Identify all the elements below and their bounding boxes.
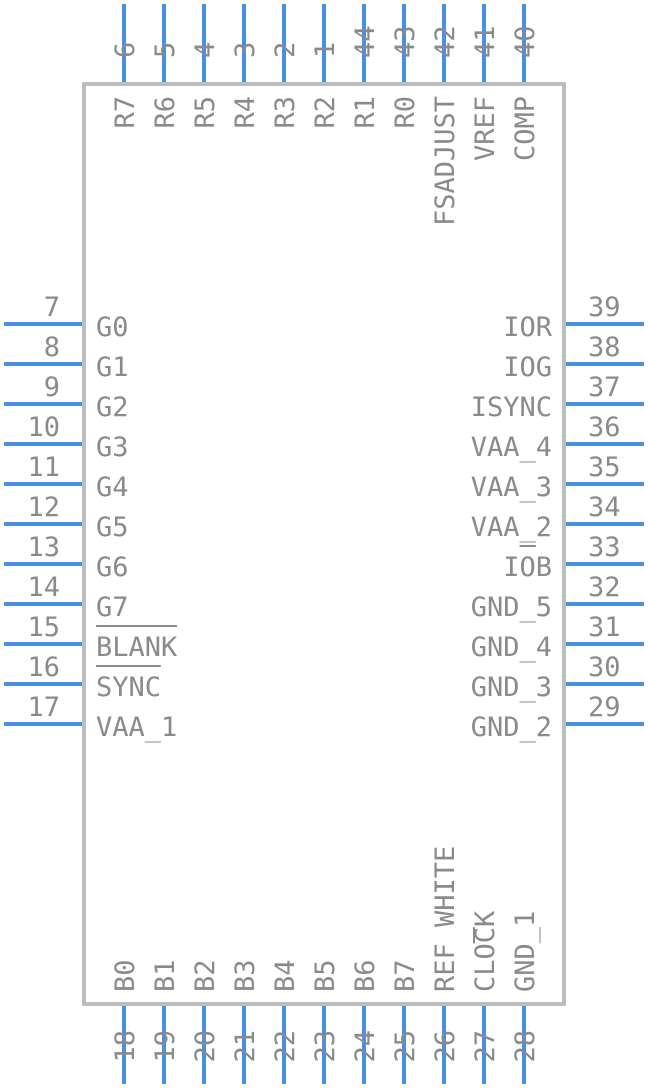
pin-label-gnd-2: GND_2 — [471, 712, 552, 743]
pin-label-b4: B4 — [270, 959, 301, 992]
pin-number-20: 20 — [190, 1030, 221, 1063]
pin-number-26: 26 — [430, 1030, 461, 1063]
pin-label-r5: R5 — [190, 96, 221, 129]
pin-label-g5: G5 — [96, 512, 129, 543]
pin-number-25: 25 — [390, 1030, 421, 1063]
pin-number-4: 4 — [190, 42, 221, 58]
pin-number-34: 34 — [588, 492, 621, 523]
pin-label-blank: BLANK — [96, 632, 178, 663]
pin-label-gnd-4: GND_4 — [471, 632, 552, 663]
pin-label-vaa-3: VAA_3 — [471, 472, 552, 503]
pin-number-18: 18 — [110, 1030, 141, 1063]
pin-number-5: 5 — [150, 42, 181, 58]
pin-number-22: 22 — [270, 1030, 301, 1063]
pin-label-r7: R7 — [110, 96, 141, 129]
pin-label-r4: R4 — [230, 96, 261, 129]
pin-number-31: 31 — [588, 612, 621, 643]
pin-number-1: 1 — [310, 42, 341, 58]
pin-number-33: 33 — [588, 532, 621, 563]
pin-label-g0: G0 — [96, 312, 129, 343]
pin-label-isync: ISYNC — [471, 392, 552, 423]
pin-label-r6: R6 — [150, 96, 181, 129]
pin-number-40: 40 — [510, 25, 541, 58]
pin-number-8: 8 — [44, 332, 60, 363]
pins-layer — [4, 4, 644, 1084]
pin-label-b2: B2 — [190, 959, 221, 992]
pin-label-g4: G4 — [96, 472, 129, 503]
pin-label-g3: G3 — [96, 432, 129, 463]
pin-label-gnd-5: GND_5 — [471, 592, 552, 623]
pin-number-27: 27 — [470, 1030, 501, 1063]
pin-number-28: 28 — [510, 1030, 541, 1063]
pin-label-vref: VREF — [470, 96, 501, 161]
pin-number-19: 19 — [150, 1030, 181, 1063]
pin-number-43: 43 — [390, 25, 421, 58]
pin-label-gnd-1: GND_1 — [510, 911, 541, 992]
pin-number-23: 23 — [310, 1030, 341, 1063]
pin-label-r1: R1 — [350, 96, 381, 129]
pin-number-35: 35 — [588, 452, 621, 483]
pin-number-32: 32 — [588, 572, 621, 603]
pin-label-vaa-4: VAA_4 — [471, 432, 552, 463]
pin-number-3: 3 — [230, 42, 261, 58]
pin-label-ior: IOR — [503, 312, 553, 343]
pin-number-10: 10 — [27, 412, 60, 443]
pin-number-6: 6 — [110, 42, 141, 58]
pin-label-g6: G6 — [96, 552, 129, 583]
pin-number-37: 37 — [588, 372, 621, 403]
pin-number-12: 12 — [27, 492, 60, 523]
pin-label-g2: G2 — [96, 392, 129, 423]
pin-number-16: 16 — [27, 652, 60, 683]
pin-number-36: 36 — [588, 412, 621, 443]
pin-number-44: 44 — [350, 25, 381, 58]
pin-label-r2: R2 — [310, 96, 341, 129]
pin-label-r3: R3 — [270, 96, 301, 129]
pin-label-b7: B7 — [390, 959, 421, 992]
pin-number-11: 11 — [27, 452, 60, 483]
pin-number-38: 38 — [588, 332, 621, 363]
pin-number-42: 42 — [430, 25, 461, 58]
pin-number-2: 2 — [270, 42, 301, 58]
pin-number-29: 29 — [588, 692, 621, 723]
pin-number-13: 13 — [27, 532, 60, 563]
pin-number-17: 17 — [27, 692, 60, 723]
pin-label-vaa-2: VAA_2 — [471, 512, 552, 543]
pin-number-7: 7 — [44, 292, 60, 323]
pin-label-vaa-1: VAA_1 — [96, 712, 177, 743]
pin-label-ref-white: REF WHITE — [430, 846, 461, 992]
pin-number-30: 30 — [588, 652, 621, 683]
pin-label-fsadjust: FSADJUST — [430, 96, 461, 226]
pin-number-24: 24 — [350, 1030, 381, 1063]
pin-label-r0: R0 — [390, 96, 421, 129]
pin-label-iob: IOB — [503, 552, 552, 583]
pin-label-gnd-3: GND_3 — [471, 672, 552, 703]
pin-label-comp: COMP — [510, 96, 541, 161]
pin-number-39: 39 — [588, 292, 621, 323]
pin-label-b6: B6 — [350, 959, 381, 992]
pin-label-b3: B3 — [230, 959, 261, 992]
pin-number-41: 41 — [470, 25, 501, 58]
pin-label-g7: G7 — [96, 592, 129, 623]
pin-label-clock: CLOCK — [470, 910, 501, 992]
pin-number-14: 14 — [27, 572, 60, 603]
pin-label-b0: B0 — [110, 959, 141, 992]
pin-number-9: 9 — [44, 372, 60, 403]
pin-number-15: 15 — [27, 612, 60, 643]
pin-label-sync: SYNC — [96, 672, 161, 703]
pin-label-b1: B1 — [150, 959, 181, 992]
pin-number-21: 21 — [230, 1030, 261, 1063]
pin-label-iog: IOG — [503, 352, 552, 383]
pin-label-b5: B5 — [310, 959, 341, 992]
pin-label-g1: G1 — [96, 352, 129, 383]
ic-body — [82, 82, 566, 1006]
